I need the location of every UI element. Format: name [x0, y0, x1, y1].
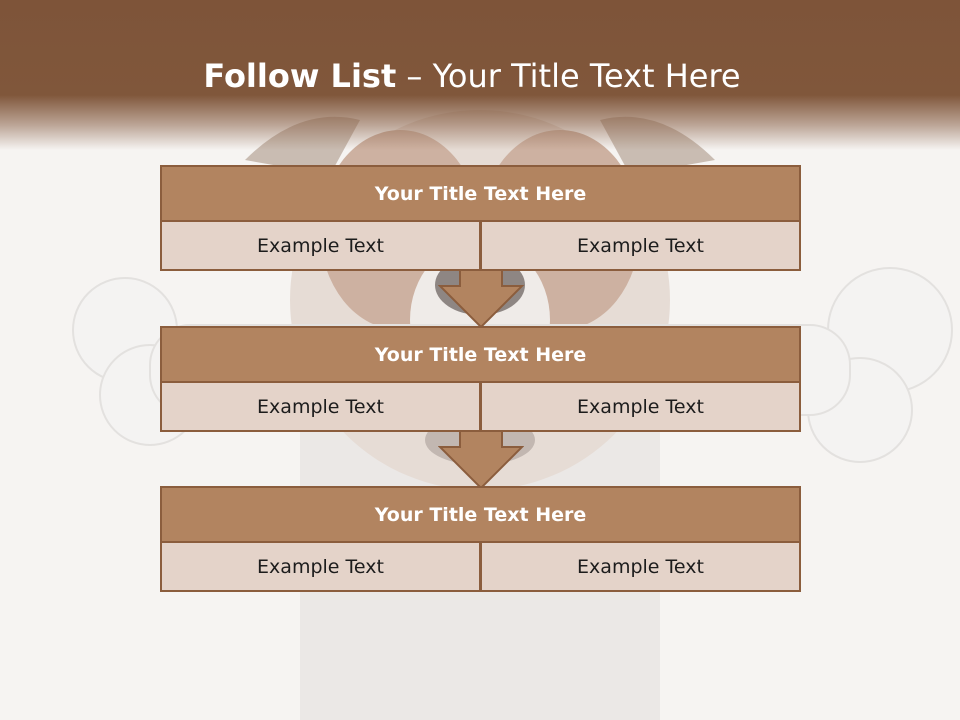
follow-list-step-2: Your Title Text Here Example Text Exampl…: [160, 326, 801, 432]
down-arrow-icon: [438, 269, 524, 329]
step-cell-left: Example Text: [160, 222, 481, 271]
step-cell-right: Example Text: [480, 383, 801, 432]
slide-title: Follow List – Your Title Text Here: [0, 55, 944, 97]
down-arrow-icon: [438, 430, 524, 490]
step-cell-right: Example Text: [480, 543, 801, 592]
step-title: Your Title Text Here: [160, 326, 801, 383]
follow-list-step-3: Your Title Text Here Example Text Exampl…: [160, 486, 801, 592]
header-band: [0, 0, 960, 150]
slide-title-bold: Follow List: [203, 57, 397, 95]
step-title: Your Title Text Here: [160, 486, 801, 543]
step-cell-right: Example Text: [480, 222, 801, 271]
step-cell-left: Example Text: [160, 543, 481, 592]
slide-title-rest: – Your Title Text Here: [406, 57, 741, 95]
step-title: Your Title Text Here: [160, 165, 801, 222]
step-cell-left: Example Text: [160, 383, 481, 432]
follow-list-step-1: Your Title Text Here Example Text Exampl…: [160, 165, 801, 271]
